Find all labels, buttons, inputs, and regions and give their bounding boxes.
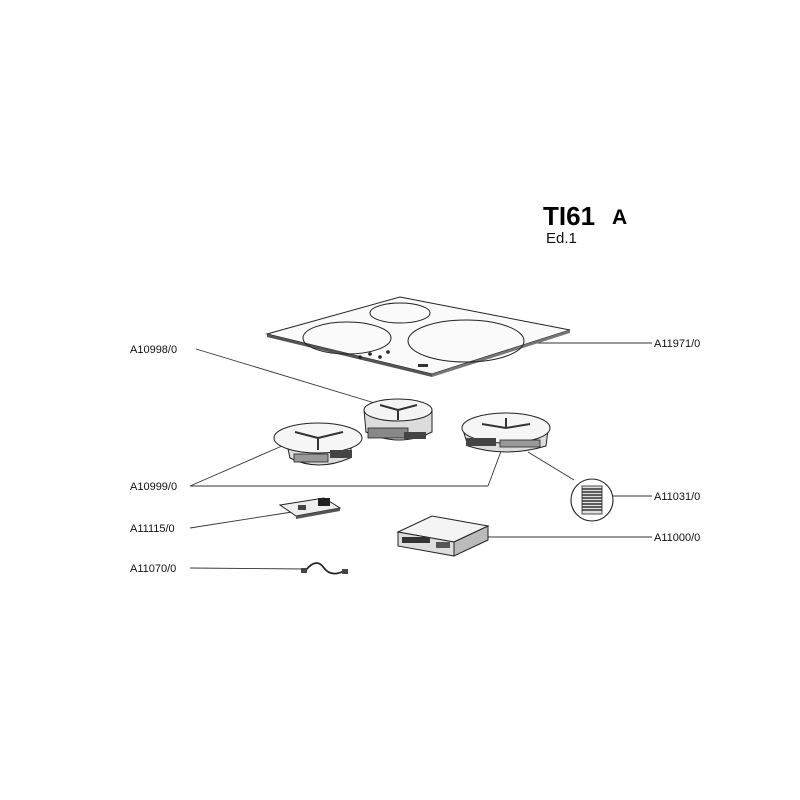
model-suffix: A [612, 206, 627, 229]
glass-ceramic-hob-top-icon [265, 296, 571, 377]
part-label-a10998: A10998/0 [130, 344, 177, 356]
induction-coil-small-icon [363, 398, 433, 441]
leader-lines [189, 342, 652, 570]
ferrite-filter-icon [570, 478, 614, 522]
leader-a11070 [189, 567, 305, 570]
part-label-a11031: A11031/0 [654, 491, 700, 503]
leader-a10998 [195, 348, 379, 405]
leader-a11115 [189, 511, 293, 529]
leader-a10999-left [189, 445, 283, 487]
edition-label: Ed.1 [546, 230, 577, 247]
power-module-icon [396, 515, 490, 557]
model-title: TI61 [543, 201, 595, 231]
induction-coil-medium-icon [273, 422, 363, 466]
control-board-icon [278, 497, 342, 519]
part-label-a11000: A11000/0 [654, 532, 700, 544]
part-label-a10999: A10999/0 [130, 481, 177, 493]
induction-coil-large-icon [461, 412, 551, 453]
leader-a10999-up [487, 445, 504, 487]
leader-a11031-circle [527, 451, 575, 481]
connection-cable-icon [301, 562, 348, 575]
part-label-a11115: A11115/0 [130, 523, 175, 535]
part-label-a11971: A11971/0 [654, 338, 700, 350]
part-label-a11070: A11070/0 [130, 563, 176, 575]
